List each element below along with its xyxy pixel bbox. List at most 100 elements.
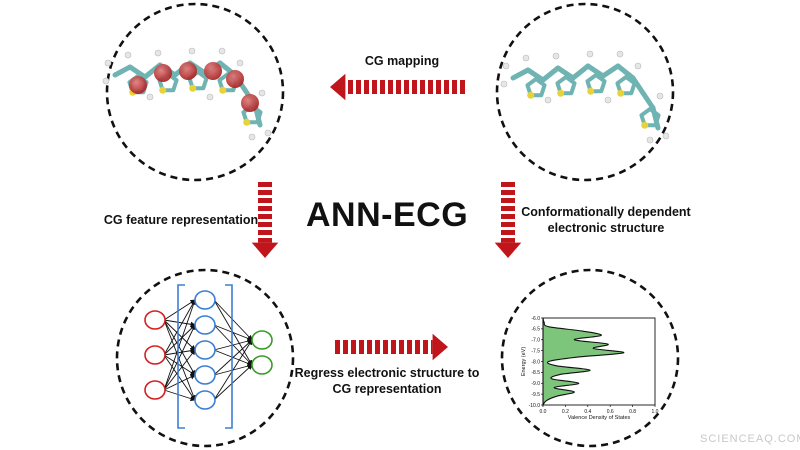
thiophene-ring [555,75,577,96]
arrow-regress-dash [431,340,433,354]
arrow-cg-mapping-dash [404,80,409,94]
arrow-conformational-dash [501,238,515,243]
arrow-cg-feature-dash [258,182,272,187]
arrow-cg-feature [251,182,279,258]
nn-connection [163,319,196,401]
y-tick-label: -8.0 [531,359,540,365]
y-tick-label: -7.0 [531,338,540,344]
hydrogen-atom [218,47,226,55]
thiophene-ring [585,73,607,94]
arrow-cg-mapping-dash [452,80,457,94]
nn-connection [163,319,196,376]
atomistic-molecule [500,50,670,144]
arrow-cg-mapping-dash [420,80,425,94]
bond [570,63,591,81]
nn-connection [163,324,196,356]
arrow-conformational-head [494,242,522,258]
arrow-regress-dash [415,340,420,354]
arrow-regress-dash [391,340,396,354]
thiophene-ring [639,107,661,128]
circle-cg-molecule [105,2,285,182]
arrow-cg-mapping-head [330,73,346,101]
hidden-node [194,315,216,335]
arrow-regress-dash [335,340,340,354]
hydrogen-atom [258,89,266,97]
label-conformational-1: Conformationally dependent [521,205,691,219]
arrow-cg-mapping-dash [348,80,353,94]
hydrogen-atom [188,47,196,55]
x-tick-label: 0.2 [562,409,569,415]
arrow-cg-mapping-dash [436,80,441,94]
hydrogen-atom [646,136,654,144]
cg-bead [179,62,197,80]
hidden-node [194,340,216,360]
nn-connection [213,339,253,376]
y-axis-label: Energy (eV) [521,347,527,377]
arrow-regress-head [432,333,448,361]
sulfur-atom [219,86,227,94]
arrow-cg-feature-dash [258,222,272,227]
arrow-regress-dash [351,340,356,354]
sulfur-atom [243,118,251,126]
circle-neural-network [115,268,295,448]
nn-connection [163,349,196,391]
hydrogen-atom [146,93,154,101]
bond [112,64,133,78]
hydrogen-atom [586,50,594,58]
hydrogen-atom [616,50,624,58]
bond [555,65,576,81]
x-tick-label: 0.8 [629,409,636,415]
y-tick-label: -9.0 [531,381,540,387]
x-tick-label: 1.0 [652,409,659,415]
arrow-regress-dash [423,340,428,354]
arrow-regress-dash [367,340,372,354]
label-regress-1: Regress electronic structure to [294,366,480,380]
cg-bead [129,76,147,94]
arrow-conformational-dash [501,190,515,195]
arrow-cg-feature-dash [258,198,272,203]
arrow-regress-dash [383,340,388,354]
y-tick-label: -8.5 [531,370,540,376]
arrow-cg-mapping-dash [428,80,433,94]
hydrogen-atom [500,80,508,88]
hydrogen-atom [522,54,530,62]
input-node [144,345,166,365]
nn-connection [213,338,253,351]
cg-bead [154,64,172,82]
dos-chart: -6.0-6.5-7.0-7.5-8.0-8.5-9.0-9.5-10.00.0… [521,316,659,421]
hydrogen-atom [656,92,664,100]
bond [630,75,646,96]
bond [640,90,656,111]
arrow-cg-mapping-dash [396,80,401,94]
input-node [144,380,166,400]
nn-connection [163,374,196,391]
arrow-cg-mapping-dash [412,80,417,94]
nn-connection [213,364,253,401]
sulfur-atom [527,91,535,99]
arrow-regress-dash [343,340,348,354]
arrow-conformational-dash [501,230,515,235]
x-axis-label: Valence Density of States [568,415,631,421]
y-tick-label: -7.5 [531,348,540,354]
nn-connection [163,299,196,356]
watermark: SCIENCEAQ.COM [700,433,800,445]
arrow-cg-mapping-dash [372,80,377,94]
arrow-cg-mapping-dash [388,80,393,94]
arrow-cg-mapping [330,73,465,101]
dos-area [542,317,625,407]
circle-atomistic-molecule [495,2,675,182]
bond [127,64,148,80]
hydrogen-atom [102,77,110,85]
sulfur-atom [641,121,649,129]
output-node [251,355,273,375]
label-cg-feature: CG feature representation [103,213,259,227]
hidden-node [194,390,216,410]
nn-connection [163,319,196,327]
nn-connection [163,389,196,402]
y-tick-label: -10.0 [529,403,541,409]
nn-connection [163,354,196,401]
arrow-cg-feature-dash [258,206,272,211]
sulfur-atom [159,86,167,94]
hydrogen-atom [124,51,132,59]
